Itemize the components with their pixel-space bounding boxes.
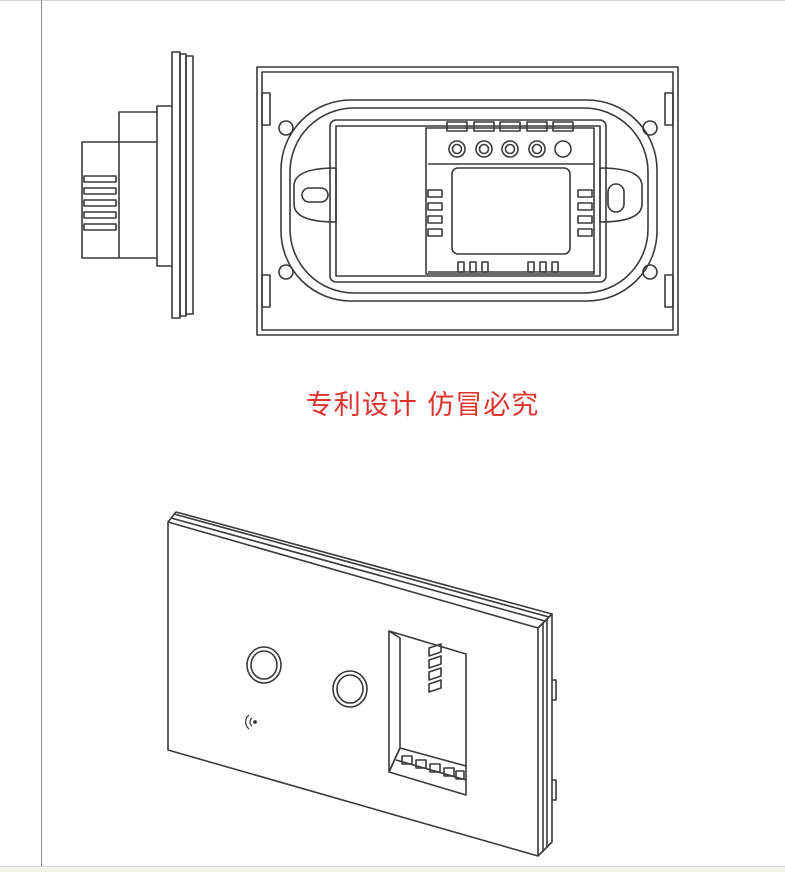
- wifi-signal-icon: [245, 714, 257, 730]
- frame-top-border: [0, 0, 785, 1]
- touch-button-2: [332, 670, 368, 708]
- patent-notice-caption: 专利设计 仿冒必究: [305, 390, 540, 421]
- frame-bottom-border: [0, 866, 785, 872]
- frame-left-border: [41, 0, 42, 866]
- touch-button-1: [246, 646, 282, 684]
- perspective-view: [167, 511, 557, 857]
- side-view: [81, 51, 194, 319]
- rear-view: [256, 66, 679, 336]
